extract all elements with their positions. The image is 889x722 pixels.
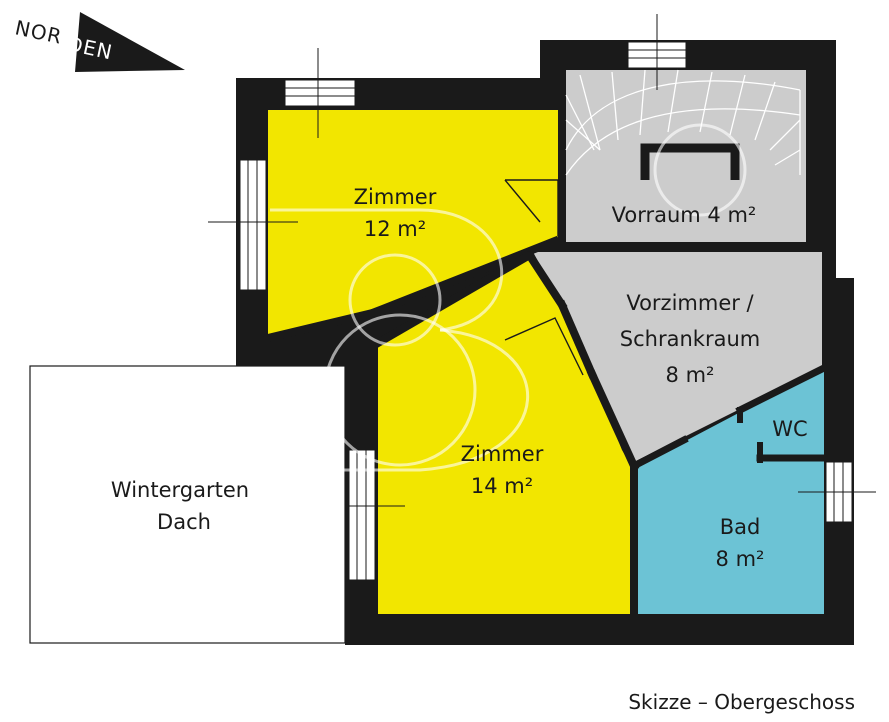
label-wc: WC: [772, 417, 807, 441]
staircase: [565, 69, 801, 176]
label-vorzimmer-line1: Vorzimmer /: [626, 291, 754, 315]
room-bad: [638, 368, 824, 614]
label-vorraum: Vorraum 4 m²: [612, 203, 757, 227]
stair-handrail: [640, 143, 740, 180]
label-bad-name: Bad: [720, 515, 761, 539]
compass-label-a: NOR: [13, 15, 65, 48]
label-zimmer-14-area: 14 m²: [471, 474, 533, 498]
plan-caption: Skizze – Obergeschoss: [628, 690, 855, 714]
room-zimmer-12: [268, 110, 558, 338]
interior-walls: [263, 104, 829, 624]
label-zimmer-12-area: 12 m²: [364, 217, 426, 241]
label-bad-area: 8 m²: [716, 547, 765, 571]
label-wintergarten-line1: Wintergarten: [111, 478, 249, 502]
room-zimmer-14: [378, 256, 634, 614]
label-zimmer-14-name: Zimmer: [461, 442, 544, 466]
label-zimmer-12-name: Zimmer: [354, 185, 437, 209]
wintergarten-roof: [29, 365, 346, 644]
room-vorraum: [566, 70, 806, 246]
watermark-logo: [270, 123, 747, 472]
compass-arrow-icon: [75, 12, 185, 72]
label-wintergarten-line2: Dach: [157, 510, 211, 534]
room-vorzimmer: [533, 252, 822, 462]
compass-north: NOR DEN: [13, 12, 185, 72]
label-vorzimmer-line2: Schrankraum: [620, 327, 760, 351]
door-swings: [504, 179, 680, 376]
windows: [208, 14, 876, 581]
label-vorzimmer-area: 8 m²: [666, 363, 715, 387]
